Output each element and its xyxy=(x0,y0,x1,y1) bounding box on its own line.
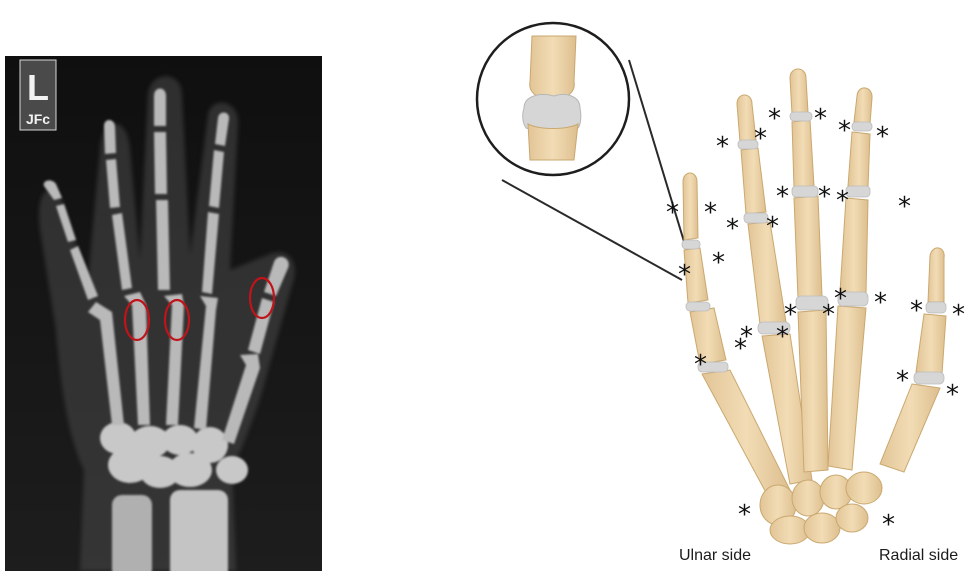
joint-marker: * xyxy=(712,248,725,278)
joint-marker: * xyxy=(836,186,849,216)
joint-marker: * xyxy=(946,380,959,410)
radial-side-label: Radial side xyxy=(879,547,958,565)
joint-marker: * xyxy=(910,296,923,326)
joint-marker: * xyxy=(766,212,779,242)
joint-marker: * xyxy=(776,182,789,212)
joint-marker: * xyxy=(666,198,679,228)
joint-marker: * xyxy=(704,198,717,228)
joint-marker: * xyxy=(694,350,707,380)
joint-marker: * xyxy=(740,322,753,352)
joint-marker: * xyxy=(814,104,827,134)
joint-marker: * xyxy=(716,132,729,162)
joint-marker: * xyxy=(876,122,889,152)
joint-marker: * xyxy=(952,300,965,330)
joint-marker: * xyxy=(838,116,851,146)
joint-marker: * xyxy=(834,284,847,314)
ulnar-side-label: Ulnar side xyxy=(679,547,751,565)
joint-marker: * xyxy=(678,260,691,290)
joint-marker: * xyxy=(882,510,895,540)
joint-marker: * xyxy=(818,182,831,212)
joint-marker: * xyxy=(738,500,751,530)
joint-marker: * xyxy=(874,288,887,318)
joint-marker: * xyxy=(784,300,797,330)
magnified-joint xyxy=(523,36,581,160)
joint-marker: * xyxy=(768,104,781,134)
joint-marker: * xyxy=(896,366,909,396)
joint-marker: * xyxy=(726,214,739,244)
diagram-finger-thumb xyxy=(880,248,946,472)
joint-marker: * xyxy=(898,192,911,222)
joint-marker: * xyxy=(754,124,767,154)
zoom-callout xyxy=(477,23,689,280)
